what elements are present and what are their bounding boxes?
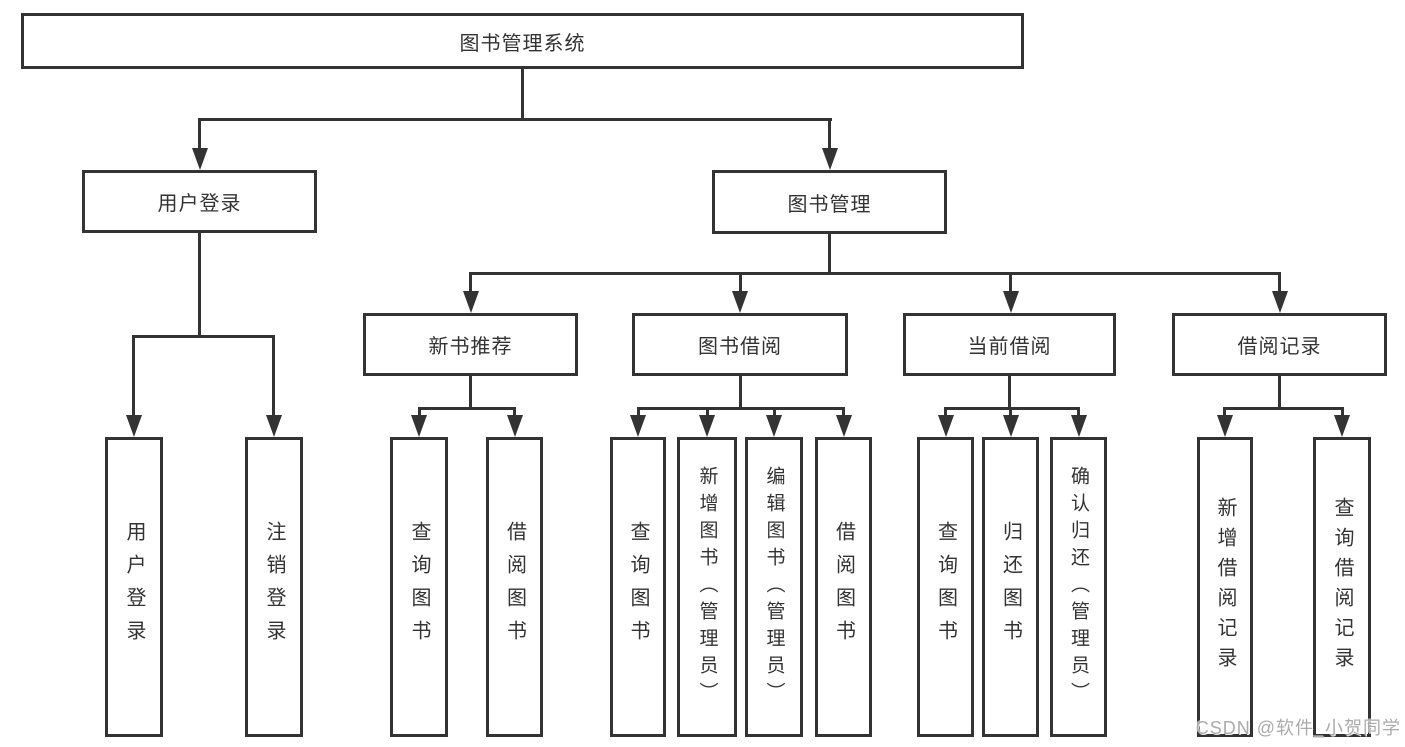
connector-line [418, 407, 421, 415]
connector-line [272, 335, 275, 415]
arrowhead [411, 415, 427, 437]
leaf-borrow-books: 借阅图书 [815, 437, 872, 737]
arrowhead [1071, 415, 1087, 437]
leaf-label: 查询图书 [934, 521, 957, 653]
leaf-label: 查询图书 [627, 521, 649, 653]
arrowhead [1003, 291, 1019, 313]
leaf-user-login: 用户登录 [105, 437, 163, 737]
arrowhead [1003, 415, 1019, 437]
leaf-query-books-current: 查询图书 [917, 437, 974, 737]
connector-line [1077, 407, 1080, 415]
connector-line [513, 407, 516, 415]
leaf-label: 借阅图书 [503, 521, 526, 653]
connector-line [469, 272, 1281, 275]
leaf-label: 新增借阅记录 [1214, 497, 1236, 677]
connector-line [418, 407, 515, 410]
connector-line [944, 407, 947, 415]
arrowhead [766, 415, 782, 437]
leaf-query-borrow-record: 查询借阅记录 [1313, 437, 1371, 737]
connector-line [1278, 376, 1281, 407]
connector-line [469, 376, 472, 407]
arrowhead [732, 291, 748, 313]
connector-line [469, 272, 472, 291]
arrowhead [1334, 415, 1350, 437]
leaf-label: 新增图书（管理员） [696, 465, 718, 709]
arrowhead [938, 415, 954, 437]
connector-line [1341, 407, 1344, 415]
arrowhead [699, 415, 715, 437]
connector-line [739, 376, 742, 407]
connector-line [133, 335, 275, 338]
connector-line [198, 233, 201, 335]
node-user-login: 用户登录 [82, 170, 317, 233]
connector-line [1278, 272, 1281, 291]
node-book-management: 图书管理 [712, 170, 947, 234]
leaf-add-borrow-record: 新增借阅记录 [1197, 437, 1253, 737]
connector-line [1223, 407, 1226, 415]
node-current-borrowing: 当前借阅 [903, 313, 1116, 376]
arrowhead [126, 415, 142, 437]
connector-line [706, 407, 709, 415]
leaf-return-books: 归还图书 [982, 437, 1039, 737]
connector-line [637, 407, 844, 410]
leaf-label: 注销登录 [263, 521, 285, 653]
arrowhead [836, 415, 852, 437]
leaf-confirm-return-admin: 确认归还（管理员） [1050, 437, 1107, 737]
arrowhead [1272, 291, 1288, 313]
connector-line [1008, 376, 1011, 407]
leaf-label: 编辑图书（管理员） [763, 465, 785, 709]
arrowhead [266, 415, 282, 437]
arrowhead [630, 415, 646, 437]
node-library-system: 图书管理系统 [21, 13, 1024, 69]
connector-line [739, 272, 742, 291]
arrowhead [507, 415, 523, 437]
connector-line [637, 407, 640, 415]
arrowhead [822, 148, 838, 170]
node-book-borrowing: 图书借阅 [632, 313, 848, 376]
connector-line [773, 407, 776, 415]
connector-line [132, 335, 135, 415]
leaf-label: 用户登录 [123, 521, 145, 653]
connector-line [828, 234, 831, 272]
connector-line [842, 407, 845, 415]
leaf-label: 查询借阅记录 [1331, 497, 1353, 677]
arrowhead [192, 148, 208, 170]
leaf-add-books-admin: 新增图书（管理员） [677, 437, 737, 737]
leaf-label: 借阅图书 [832, 521, 855, 653]
connector-line [1009, 407, 1012, 415]
leaf-label: 确认归还（管理员） [1068, 465, 1089, 709]
csdn-watermark: CSDN @软件_小贺同学 [1195, 718, 1401, 738]
leaf-label: 查询图书 [408, 521, 430, 653]
leaf-label: 归还图书 [999, 521, 1022, 653]
connector-line [198, 118, 201, 148]
connector-line [521, 69, 524, 118]
leaf-query-books-borrowing: 查询图书 [610, 437, 666, 737]
connector-line [828, 118, 831, 148]
connector-line [198, 118, 832, 121]
connector-line [1224, 407, 1342, 410]
leaf-logout: 注销登录 [245, 437, 303, 737]
arrowhead [1217, 415, 1233, 437]
node-borrowing-records: 借阅记录 [1172, 313, 1387, 376]
leaf-query-books-recommend: 查询图书 [390, 437, 448, 737]
leaf-edit-books-admin: 编辑图书（管理员） [745, 437, 803, 737]
connector-line [1009, 272, 1012, 291]
leaf-borrow-books-recommend: 借阅图书 [486, 437, 543, 737]
arrowhead [463, 291, 479, 313]
node-new-book-recommend: 新书推荐 [363, 313, 578, 376]
